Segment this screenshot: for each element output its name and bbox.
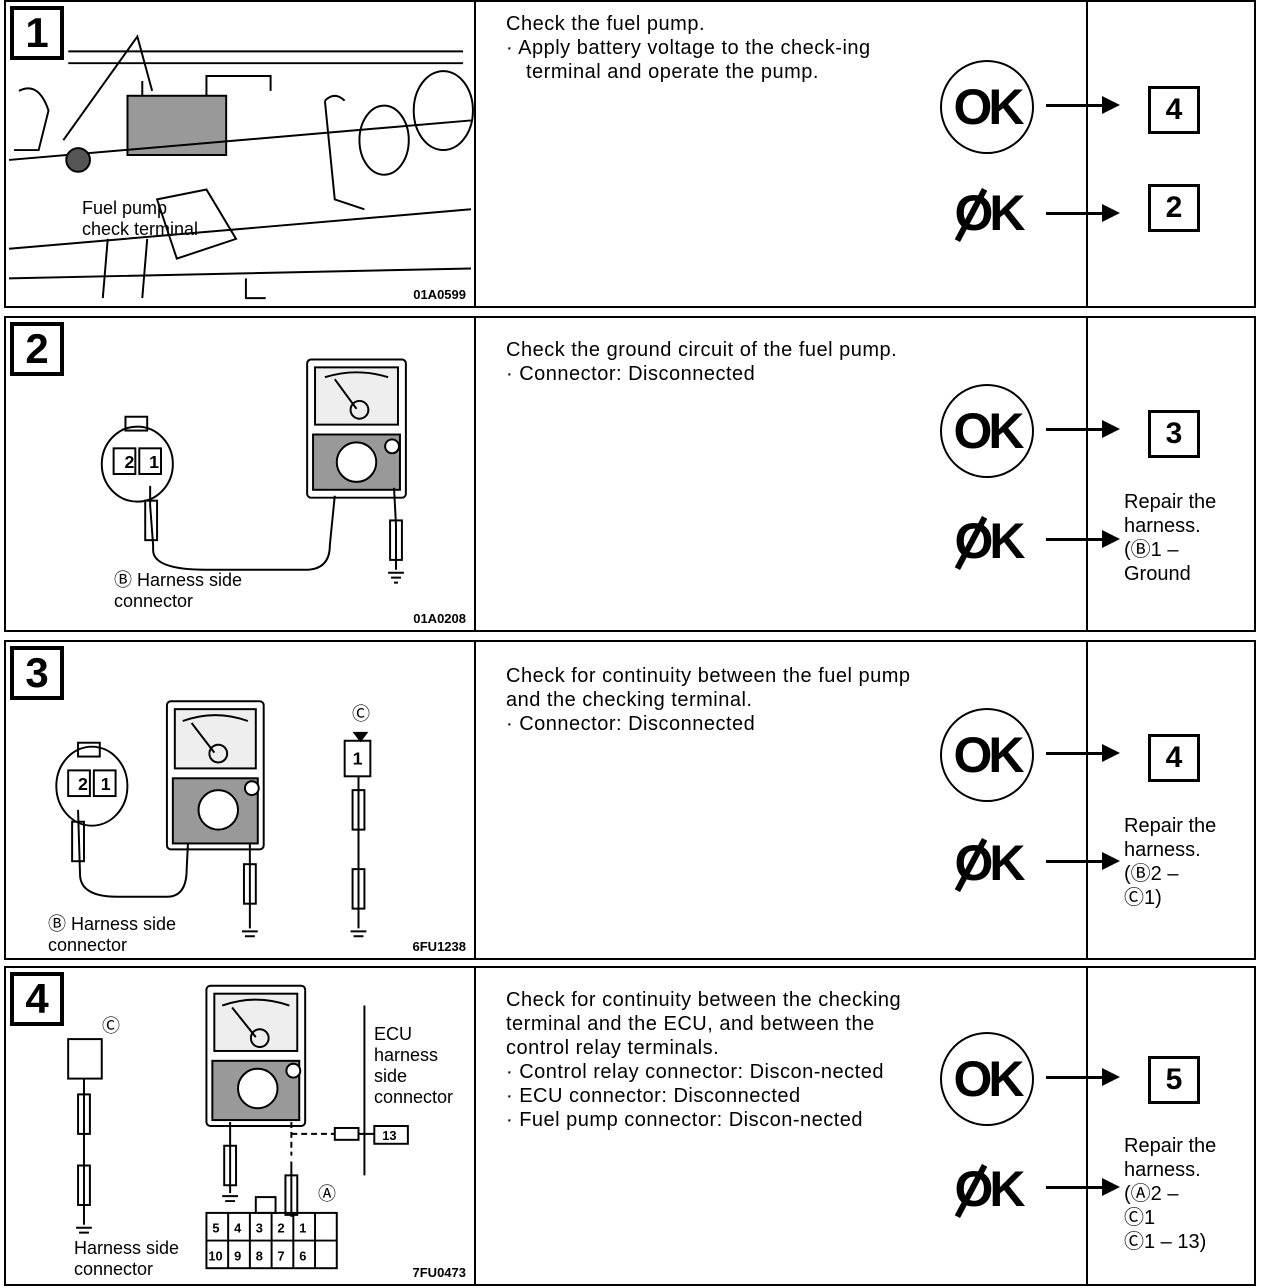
fuel-pump-check-terminal-label: Fuel pump check terminal bbox=[82, 198, 199, 239]
ng-mark: OK bbox=[942, 506, 1034, 576]
svg-text:6: 6 bbox=[299, 1248, 306, 1263]
ground-circuit-figure: 2 2 1 Ⓑ Harness bbox=[6, 318, 476, 630]
step-instructions: Check for continuity between the checkin… bbox=[506, 988, 911, 1132]
ecu-continuity-figure: 4 bbox=[6, 968, 476, 1284]
svg-text:10: 10 bbox=[208, 1248, 222, 1263]
ok-next-step-box: 5 bbox=[1148, 1056, 1200, 1104]
ng-arrow-icon bbox=[1046, 204, 1120, 222]
engine-bay-illustration bbox=[8, 34, 474, 300]
svg-text:4: 4 bbox=[234, 1221, 242, 1236]
step-2: 2 2 1 Ⓑ Harness bbox=[4, 316, 1256, 632]
column-divider bbox=[1086, 642, 1088, 958]
ng-repair-text: Repair the harness. (Ⓐ2 – Ⓒ1 Ⓒ1 – 13) bbox=[1124, 1135, 1217, 1253]
step-instructions: Check for continuity between the fuel pu… bbox=[506, 664, 911, 736]
connector-c-label: Ⓒ bbox=[102, 1016, 120, 1036]
ng-mark: OK bbox=[942, 1154, 1034, 1224]
ecu-harness-side-connector-label: ECU harness side connector bbox=[374, 1024, 454, 1107]
ok-arrow-icon bbox=[1046, 96, 1120, 114]
ok-next-step-box: 4 bbox=[1148, 86, 1200, 134]
column-divider bbox=[1086, 968, 1088, 1284]
figure-code: 7FU0473 bbox=[412, 1265, 466, 1280]
ok-mark: OK bbox=[940, 60, 1034, 154]
step-4: 4 bbox=[4, 966, 1256, 1286]
svg-text:2: 2 bbox=[124, 452, 134, 472]
svg-text:1: 1 bbox=[353, 748, 363, 768]
svg-text:1: 1 bbox=[101, 774, 111, 794]
ok-mark: OK bbox=[940, 708, 1034, 802]
ng-mark: OK bbox=[942, 178, 1034, 248]
ok-arrow-icon bbox=[1046, 744, 1120, 762]
step-title: Check for continuity between the fuel pu… bbox=[506, 665, 911, 711]
svg-text:7: 7 bbox=[278, 1248, 285, 1263]
continuity-illustration: 2 1 1 bbox=[55, 700, 372, 938]
svg-text:13: 13 bbox=[382, 1128, 396, 1143]
harness-side-connector-label: Ⓑ Harness side connector bbox=[48, 914, 177, 955]
ng-repair-text: Repair the harness. (Ⓑ2 – Ⓒ1) bbox=[1124, 815, 1217, 909]
ng-repair-text: Repair the harness. (Ⓑ1 – Ground bbox=[1124, 491, 1217, 585]
ground-check-illustration: 2 1 bbox=[100, 358, 407, 584]
fuel-pump-check-figure: 1 Fuel pump check terminal 01A0599 bbox=[6, 2, 476, 306]
instruction-item: Control relay connector: Discon-nected bbox=[506, 1060, 911, 1084]
step-1: 1 Fuel pump check terminal 01A0599 Check… bbox=[4, 0, 1256, 308]
step-3: 3 bbox=[4, 640, 1256, 960]
ok-arrow-icon bbox=[1046, 420, 1120, 438]
svg-text:2: 2 bbox=[78, 774, 88, 794]
column-divider bbox=[1086, 318, 1088, 630]
ok-mark: OK bbox=[940, 384, 1034, 478]
svg-text:9: 9 bbox=[234, 1248, 241, 1263]
ng-mark: OK bbox=[942, 828, 1034, 898]
harness-side-connector-label: Ⓑ Harness side connector bbox=[114, 570, 243, 611]
instruction-item: Fuel pump connector: Discon-nected bbox=[506, 1108, 911, 1132]
instruction-item: Apply battery voltage to the check-ing t… bbox=[506, 36, 911, 84]
ok-next-step-box: 4 bbox=[1148, 734, 1200, 782]
svg-text:1: 1 bbox=[149, 452, 159, 472]
ok-next-step-box: 3 bbox=[1148, 410, 1200, 458]
step-title: Check the fuel pump. bbox=[506, 13, 705, 35]
step-title: Check for continuity between the checkin… bbox=[506, 989, 902, 1059]
step-instructions: Check the fuel pump. Apply battery volta… bbox=[506, 12, 911, 84]
figure-code: 01A0208 bbox=[413, 611, 466, 626]
step-number: 3 bbox=[10, 646, 64, 700]
step-title: Check the ground circuit of the fuel pum… bbox=[506, 339, 898, 361]
ng-arrow-icon bbox=[1046, 1178, 1120, 1196]
figure-code: 01A0599 bbox=[413, 287, 466, 302]
instruction-item: Connector: Disconnected bbox=[506, 712, 911, 736]
svg-text:8: 8 bbox=[256, 1248, 263, 1263]
figure-code: 6FU1238 bbox=[412, 939, 466, 954]
harness-side-connector-label: Harness side connector bbox=[74, 1238, 180, 1279]
step-instructions: Check the ground circuit of the fuel pum… bbox=[506, 338, 911, 386]
svg-text:3: 3 bbox=[256, 1221, 263, 1236]
ng-next-step-box: 2 bbox=[1148, 184, 1200, 232]
column-divider bbox=[1086, 2, 1088, 306]
connector-a-label: Ⓐ bbox=[318, 1184, 336, 1204]
step-number: 1 bbox=[10, 6, 64, 60]
instruction-item: Connector: Disconnected bbox=[506, 362, 911, 386]
step-number: 4 bbox=[10, 972, 64, 1026]
ok-arrow-icon bbox=[1046, 1068, 1120, 1086]
step-number: 2 bbox=[10, 322, 64, 376]
ng-arrow-icon bbox=[1046, 852, 1120, 870]
svg-text:1: 1 bbox=[299, 1221, 306, 1236]
ok-mark: OK bbox=[940, 1032, 1034, 1126]
svg-text:5: 5 bbox=[212, 1221, 219, 1236]
ng-arrow-icon bbox=[1046, 530, 1120, 548]
svg-text:2: 2 bbox=[278, 1221, 285, 1236]
continuity-figure: 3 bbox=[6, 642, 476, 958]
instruction-item: ECU connector: Disconnected bbox=[506, 1084, 911, 1108]
connector-c-label: Ⓒ bbox=[352, 704, 370, 724]
